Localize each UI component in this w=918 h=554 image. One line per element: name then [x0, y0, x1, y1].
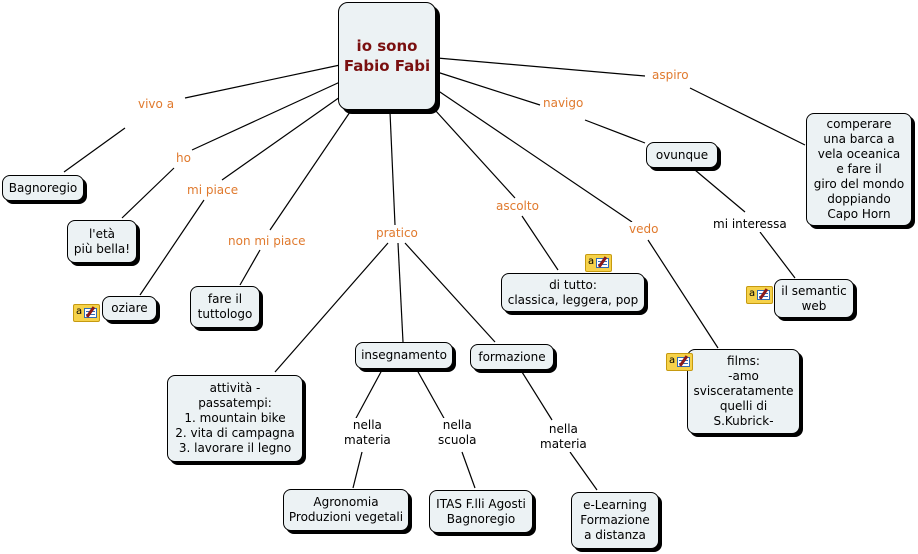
concept-ovunque[interactable]: ovunque — [646, 142, 718, 168]
link-label-aspiro: aspiro — [650, 68, 691, 83]
edge — [239, 249, 261, 286]
link-label-ho: ho — [174, 151, 193, 166]
annotation-note-icon[interactable]: a — [73, 304, 100, 322]
edge — [759, 231, 796, 279]
concept-semantic-web[interactable]: il semantic web — [774, 279, 854, 318]
edge — [191, 81, 341, 151]
link-label-mi-interessa: mi interessa — [711, 217, 789, 232]
concept-elearning[interactable]: e-Learning Formazione a distanza — [571, 492, 659, 549]
concept-agronomia[interactable]: Agronomia Produzioni vegetali — [283, 489, 409, 531]
link-label-nella-materia: nella materia — [342, 418, 393, 448]
link-label-mi-piace: mi piace — [185, 183, 241, 198]
letter-a-glyph: a — [669, 355, 676, 366]
letter-a-glyph: a — [588, 256, 595, 267]
edge — [352, 451, 363, 489]
concept-tuttologo[interactable]: fare il tuttologo — [190, 286, 260, 328]
concept-films[interactable]: films: -amo svisceratamente quelli di S.… — [687, 349, 800, 434]
edge — [436, 57, 646, 77]
concept-di-tutto[interactable]: di tutto: classica, leggera, pop — [501, 273, 645, 312]
concept-eta[interactable]: l'età più bella! — [67, 220, 137, 263]
link-label-vedo: vedo — [627, 222, 661, 237]
edge — [647, 239, 719, 349]
edge — [63, 127, 126, 173]
letter-a-glyph: a — [749, 288, 756, 299]
annotation-note-icon[interactable]: a — [585, 254, 612, 272]
edge — [274, 242, 389, 373]
edge — [397, 242, 404, 343]
edge — [436, 89, 633, 223]
edge — [221, 96, 341, 181]
link-label-pratico: pratico — [374, 226, 420, 241]
edge — [416, 369, 446, 421]
edge — [404, 242, 496, 343]
concept-attivita[interactable]: attività - passatempi: 1. mountain bike … — [167, 375, 303, 462]
concept-insegnamento[interactable]: insegnamento — [355, 342, 453, 369]
link-label-nella-scuola: nella scuola — [436, 418, 479, 448]
edge — [521, 215, 559, 271]
edge — [436, 71, 541, 106]
letter-a-glyph: a — [76, 306, 83, 317]
link-label-nella-materia: nella materia — [538, 422, 589, 452]
edge — [269, 111, 351, 231]
edge — [434, 109, 516, 199]
edge — [569, 451, 598, 491]
annotation-note-icon[interactable]: a — [666, 353, 693, 371]
link-label-navigo: navigo — [541, 96, 586, 111]
link-label-vivo-a: vivo a — [136, 97, 177, 112]
annotation-note-icon[interactable]: a — [746, 286, 773, 304]
concept-bagnoregio[interactable]: Bagnoregio — [2, 175, 84, 201]
concept-barca[interactable]: comperare una barca a vela oceanica e fa… — [806, 113, 912, 226]
edge — [521, 371, 553, 421]
concept-itas[interactable]: ITAS F.lli Agosti Bagnoregio — [429, 490, 533, 533]
root-concept[interactable]: io sono Fabio Fabi — [338, 2, 436, 110]
edge — [584, 119, 646, 144]
concept-formazione[interactable]: formazione — [470, 344, 554, 370]
link-label-non-mi-piace: non mi piace — [226, 234, 308, 249]
edge — [689, 87, 806, 146]
edge — [461, 451, 476, 489]
concept-oziare[interactable]: oziare — [102, 296, 157, 321]
edge — [354, 369, 383, 421]
edge — [139, 199, 205, 296]
edge — [121, 167, 175, 219]
edge — [184, 64, 341, 99]
edge — [694, 169, 746, 213]
edge — [389, 111, 396, 226]
link-label-ascolto: ascolto — [494, 199, 541, 214]
